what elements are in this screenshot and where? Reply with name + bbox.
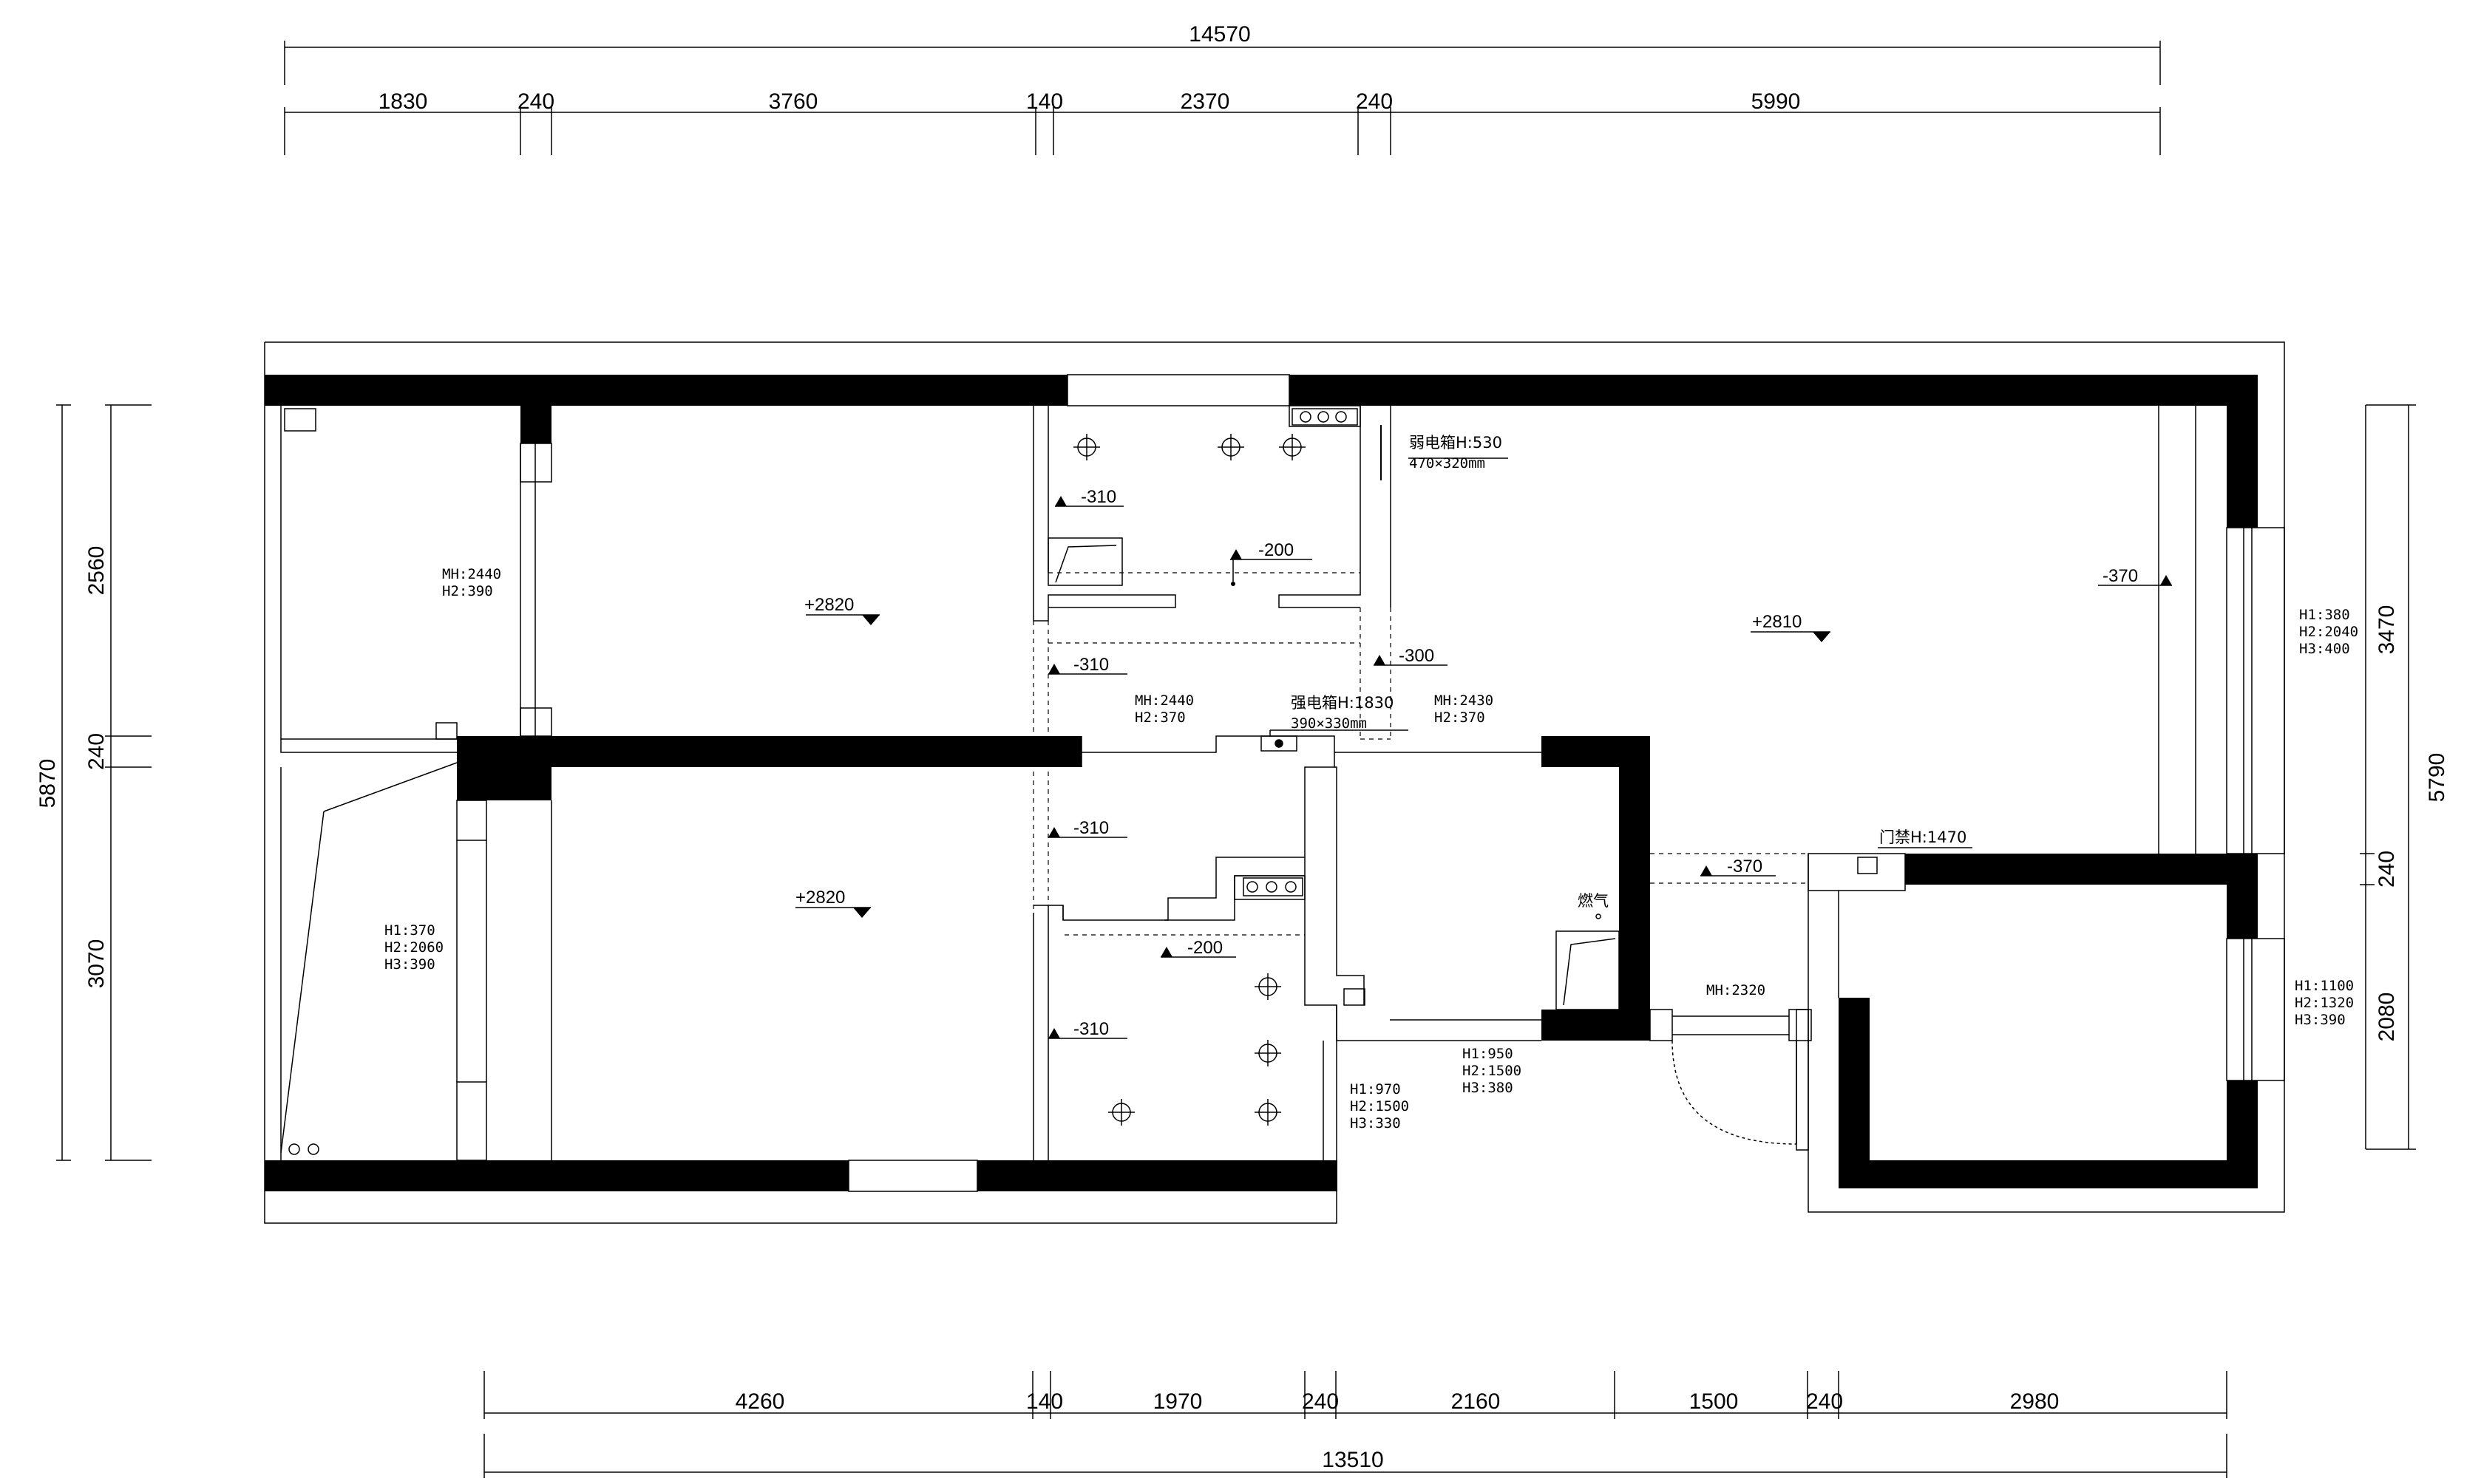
note-n1-line2: H2:390: [442, 583, 493, 599]
weak-box-size: 470×320mm: [1409, 455, 1485, 472]
level-d4: -300: [1399, 646, 1434, 666]
right-dimensions: 5790 3470 240 2080: [2360, 404, 2449, 1150]
level-d9: -370: [2102, 566, 2138, 586]
note-n2-line2: H2:2060: [384, 939, 444, 956]
note-n6-line3: H3:380: [1462, 1080, 1513, 1096]
bottom-dimensions: 4260 140 1970 240 2160 1500 240 2980 135…: [483, 1371, 2227, 1478]
note-n6-line2: H2:1500: [1462, 1063, 1521, 1079]
bottom-total-dimension: 13510: [1322, 1448, 1383, 1472]
left-total-dimension: 5870: [35, 759, 60, 809]
note-n3-line2: H2:370: [1135, 709, 1186, 726]
top-dim-5: 2370: [1181, 89, 1230, 114]
note-n8-line3: H3:400: [2299, 641, 2350, 657]
bottom-dim-2: 140: [1026, 1389, 1063, 1414]
access-control-label: 门禁H:1470: [1879, 828, 1966, 846]
note-n4-line2: H2:370: [1434, 709, 1485, 726]
bottom-dim-6: 1500: [1689, 1389, 1739, 1414]
bottom-dim-4: 240: [1302, 1389, 1339, 1414]
height-notes: MH:2440 H2:390 H1:370 H2:2060 H3:390 MH:…: [384, 566, 2358, 1131]
level-room-a: +2820: [804, 595, 854, 615]
note-n8-line2: H2:2040: [2299, 624, 2358, 640]
right-dim-2: 240: [2375, 851, 2399, 888]
level-d2: -200: [1258, 540, 1294, 560]
bottom-dim-8: 2980: [2010, 1389, 2060, 1414]
top-dim-2: 240: [517, 89, 554, 114]
right-dim-1: 3470: [2375, 605, 2399, 655]
left-dim-3: 3070: [84, 939, 109, 989]
top-dim-1: 1830: [379, 89, 428, 114]
top-dim-4: 140: [1026, 89, 1063, 114]
top-dimensions: 14570 1830 240 3760 140 2370 240 5990: [284, 22, 2161, 155]
walls: [265, 375, 2258, 1191]
note-n9-line2: H2:1320: [2295, 995, 2354, 1011]
level-d8: -370: [1727, 857, 1762, 877]
level-d6: -200: [1187, 938, 1223, 958]
weak-box-label: 弱电箱H:530: [1409, 434, 1502, 452]
right-dim-3: 2080: [2375, 993, 2399, 1042]
note-n5-line3: H3:330: [1350, 1115, 1401, 1131]
bottom-dim-3: 1970: [1153, 1389, 1203, 1414]
left-dim-1: 2560: [84, 546, 109, 596]
note-n5-line1: H1:970: [1350, 1081, 1401, 1097]
level-d3: -310: [1073, 655, 1109, 675]
bottom-dim-1: 4260: [736, 1389, 785, 1414]
bottom-dim-5: 2160: [1451, 1389, 1501, 1414]
level-markers: +2820 +2820 +2810 -310 -200 -310 -300 -: [795, 487, 2172, 1039]
note-n6-line1: H1:950: [1462, 1046, 1513, 1062]
right-total-dimension: 5790: [2425, 753, 2449, 803]
top-dim-6: 240: [1356, 89, 1393, 114]
level-room-c: +2810: [1752, 612, 1802, 632]
level-d1: -310: [1081, 487, 1116, 507]
left-dimensions: 5870 2560 240 3070: [35, 404, 152, 1161]
note-n9-line1: H1:1100: [2295, 978, 2354, 994]
note-n2-line1: H1:370: [384, 922, 435, 939]
level-room-b: +2820: [795, 888, 845, 908]
note-n1-line1: MH:2440: [442, 566, 501, 582]
outer-outline: [264, 341, 2285, 1224]
partitions: [280, 374, 2285, 1192]
note-n4-line1: MH:2430: [1434, 692, 1493, 709]
note-n9-line3: H3:390: [2295, 1012, 2346, 1028]
top-total-dimension: 14570: [1189, 22, 1250, 47]
equipment-labels: 弱电箱H:530 470×320mm 强电箱H:1830 390×330mm 门…: [1269, 434, 1972, 919]
level-d5: -310: [1073, 818, 1109, 838]
top-dim-7: 5990: [1751, 89, 1801, 114]
note-n5-line2: H2:1500: [1350, 1098, 1409, 1114]
gas-label: 燃气: [1578, 892, 1609, 910]
note-n8-line1: H1:380: [2299, 607, 2350, 623]
level-d7: -310: [1073, 1019, 1109, 1039]
note-n7: MH:2320: [1706, 982, 1765, 998]
note-n2-line3: H3:390: [384, 956, 435, 973]
top-dim-3: 3760: [769, 89, 818, 114]
note-n3-line1: MH:2440: [1135, 692, 1194, 709]
left-dim-2: 240: [84, 733, 109, 770]
strong-box-label: 强电箱H:1830: [1291, 694, 1394, 712]
fixtures: [284, 408, 1878, 1155]
strong-box-size: 390×330mm: [1291, 715, 1367, 732]
bottom-dim-7: 240: [1806, 1389, 1843, 1414]
